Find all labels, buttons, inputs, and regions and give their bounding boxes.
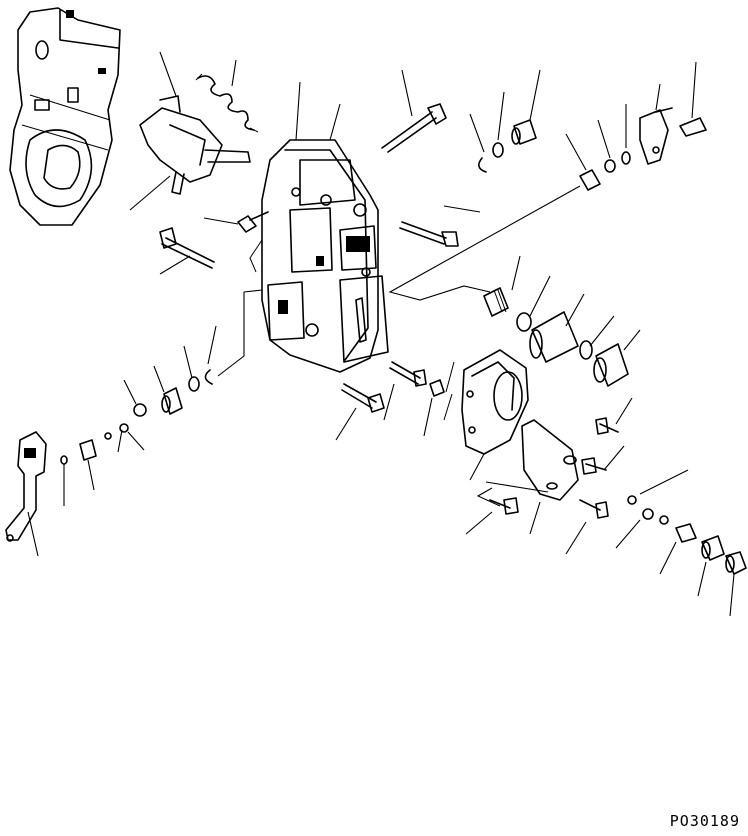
stud-bolt [389,361,427,387]
sleeve-left [161,387,183,415]
washer-right [627,495,637,505]
washer-left-2 [133,403,147,417]
bracket-top-right [639,107,673,165]
collar-left [79,439,97,461]
plate-bracket [521,419,579,501]
fitting-1 [675,523,697,543]
snap-ring-left [204,369,213,385]
bolt-lower-2 [579,499,609,519]
spring [195,73,259,133]
bolt-center [399,221,459,247]
o-ring-1 [516,312,532,332]
snap-ring-top [478,157,487,173]
long-bolt-top [381,103,447,153]
lever-shaft-assembly [139,95,251,195]
sleeve-top [511,119,537,145]
plunger-fitting [483,287,509,317]
washer-small-1 [659,515,669,525]
washer-left-5 [60,455,68,465]
washer-left-1 [188,376,200,392]
fitting-2 [701,535,725,561]
washer-left-4 [104,432,112,440]
pump-cover-body [249,139,389,373]
washer-left-3 [119,423,129,433]
washer-top [492,142,504,158]
nut-small-1 [642,508,654,520]
nut-fitting-right [579,151,631,191]
bolt-right-2 [581,457,607,475]
o-ring-2 [579,340,593,360]
nut-center [429,379,445,397]
bolt-right-1 [595,417,619,435]
sleeve-1 [529,311,579,363]
governor-housing [9,7,121,226]
drawing-code: PO30189 [669,812,740,830]
long-bolt-bottom [341,383,385,413]
leader-lines [27,51,735,617]
long-bolt-left [159,227,215,269]
bolt-top-right [679,117,707,137]
lever-bottom-left [5,431,47,542]
cap-1 [593,343,629,387]
side-housing [443,349,529,455]
bolt-lower-1 [489,497,519,515]
screw-small [237,211,269,233]
cap-2 [725,551,747,575]
leader-pipe [388,185,581,301]
